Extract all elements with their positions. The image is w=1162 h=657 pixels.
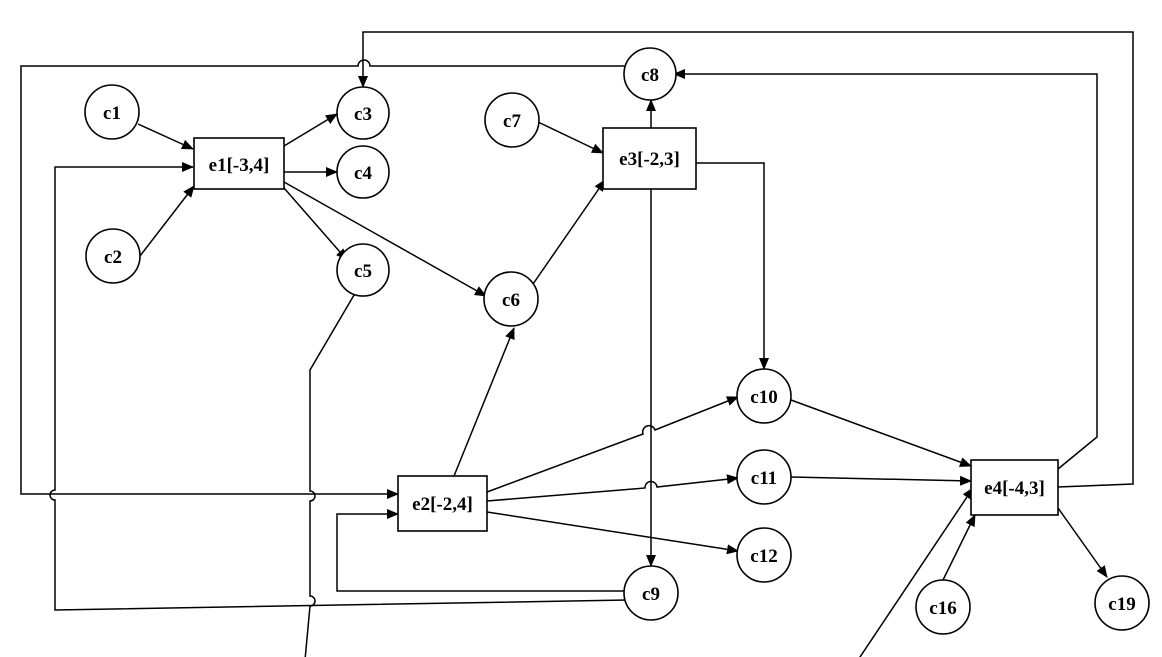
edge-c2-e1 (139, 185, 195, 257)
condition-label-c5: c5 (354, 261, 372, 282)
edge-e2-c10 (486, 396, 739, 493)
event-label-e4: e4[-4,3] (984, 478, 1045, 499)
condition-node-c6[interactable]: c6 (483, 271, 539, 327)
edge-c5-e4 (304, 289, 974, 657)
event-label-e2: e2[-2,4] (412, 494, 473, 515)
edges (20, 31, 1134, 657)
condition-node-c3[interactable]: c3 (336, 86, 390, 140)
edge-c7-e3 (537, 121, 604, 154)
event-node-e1[interactable]: e1[-3,4] (193, 137, 285, 190)
event-node-e3[interactable]: e3[-2,3] (602, 127, 697, 190)
edge-c6-e3 (532, 179, 606, 285)
edge-c1-e1 (137, 123, 194, 150)
edge-c11-e4 (790, 475, 972, 486)
edge-c16-e4 (942, 514, 976, 581)
condition-node-c12[interactable]: c12 (736, 527, 792, 583)
condition-label-c3: c3 (354, 104, 372, 125)
condition-label-c19: c19 (1108, 594, 1135, 615)
condition-node-c16[interactable]: c16 (915, 579, 971, 635)
condition-label-c1: c1 (103, 103, 121, 124)
event-node-e2[interactable]: e2[-2,4] (397, 475, 488, 532)
condition-node-c7[interactable]: c7 (484, 92, 540, 148)
edge-e1-c6 (283, 181, 487, 297)
edge-c8-e2 (20, 59, 626, 499)
edge-e4-c8 (673, 69, 1098, 470)
event-label-e1: e1[-3,4] (209, 155, 270, 176)
condition-label-c9: c9 (642, 584, 660, 605)
event-label-e3: e3[-2,3] (619, 149, 680, 170)
edge-c9-e1 (49, 162, 628, 611)
condition-label-c12: c12 (750, 546, 777, 567)
edge-c9-e2 (336, 509, 627, 592)
edge-e3-c10 (696, 162, 769, 370)
condition-label-c2: c2 (104, 247, 122, 268)
condition-label-c16: c16 (929, 598, 956, 619)
edge-e4-c3 (358, 31, 1134, 488)
condition-node-c1[interactable]: c1 (84, 84, 140, 140)
condition-node-c5[interactable]: c5 (336, 243, 390, 297)
condition-node-c8[interactable]: c8 (623, 47, 677, 101)
condition-label-c4: c4 (354, 163, 372, 184)
edge-e2-c11 (486, 474, 739, 502)
condition-node-c4[interactable]: c4 (336, 145, 390, 199)
condition-label-c7: c7 (503, 111, 521, 132)
condition-label-c6: c6 (502, 290, 520, 311)
condition-node-c10[interactable]: c10 (736, 368, 792, 424)
condition-label-c10: c10 (750, 387, 777, 408)
condition-label-c8: c8 (641, 65, 659, 86)
edge-e4-c19 (1057, 507, 1108, 578)
condition-node-c2[interactable]: c2 (85, 228, 141, 284)
edge-e2-c12 (486, 511, 739, 555)
edge-e1-c5 (283, 187, 348, 261)
condition-node-c19[interactable]: c19 (1094, 575, 1150, 631)
event-node-e4[interactable]: e4[-4,3] (970, 459, 1059, 516)
edge-c10-e4 (790, 399, 972, 467)
condition-node-c11[interactable]: c11 (736, 449, 792, 505)
condition-node-c9[interactable]: c9 (623, 565, 679, 621)
condition-label-c11: c11 (751, 468, 777, 489)
edge-e2-c6 (453, 327, 515, 477)
edge-e1-c3 (283, 113, 338, 147)
